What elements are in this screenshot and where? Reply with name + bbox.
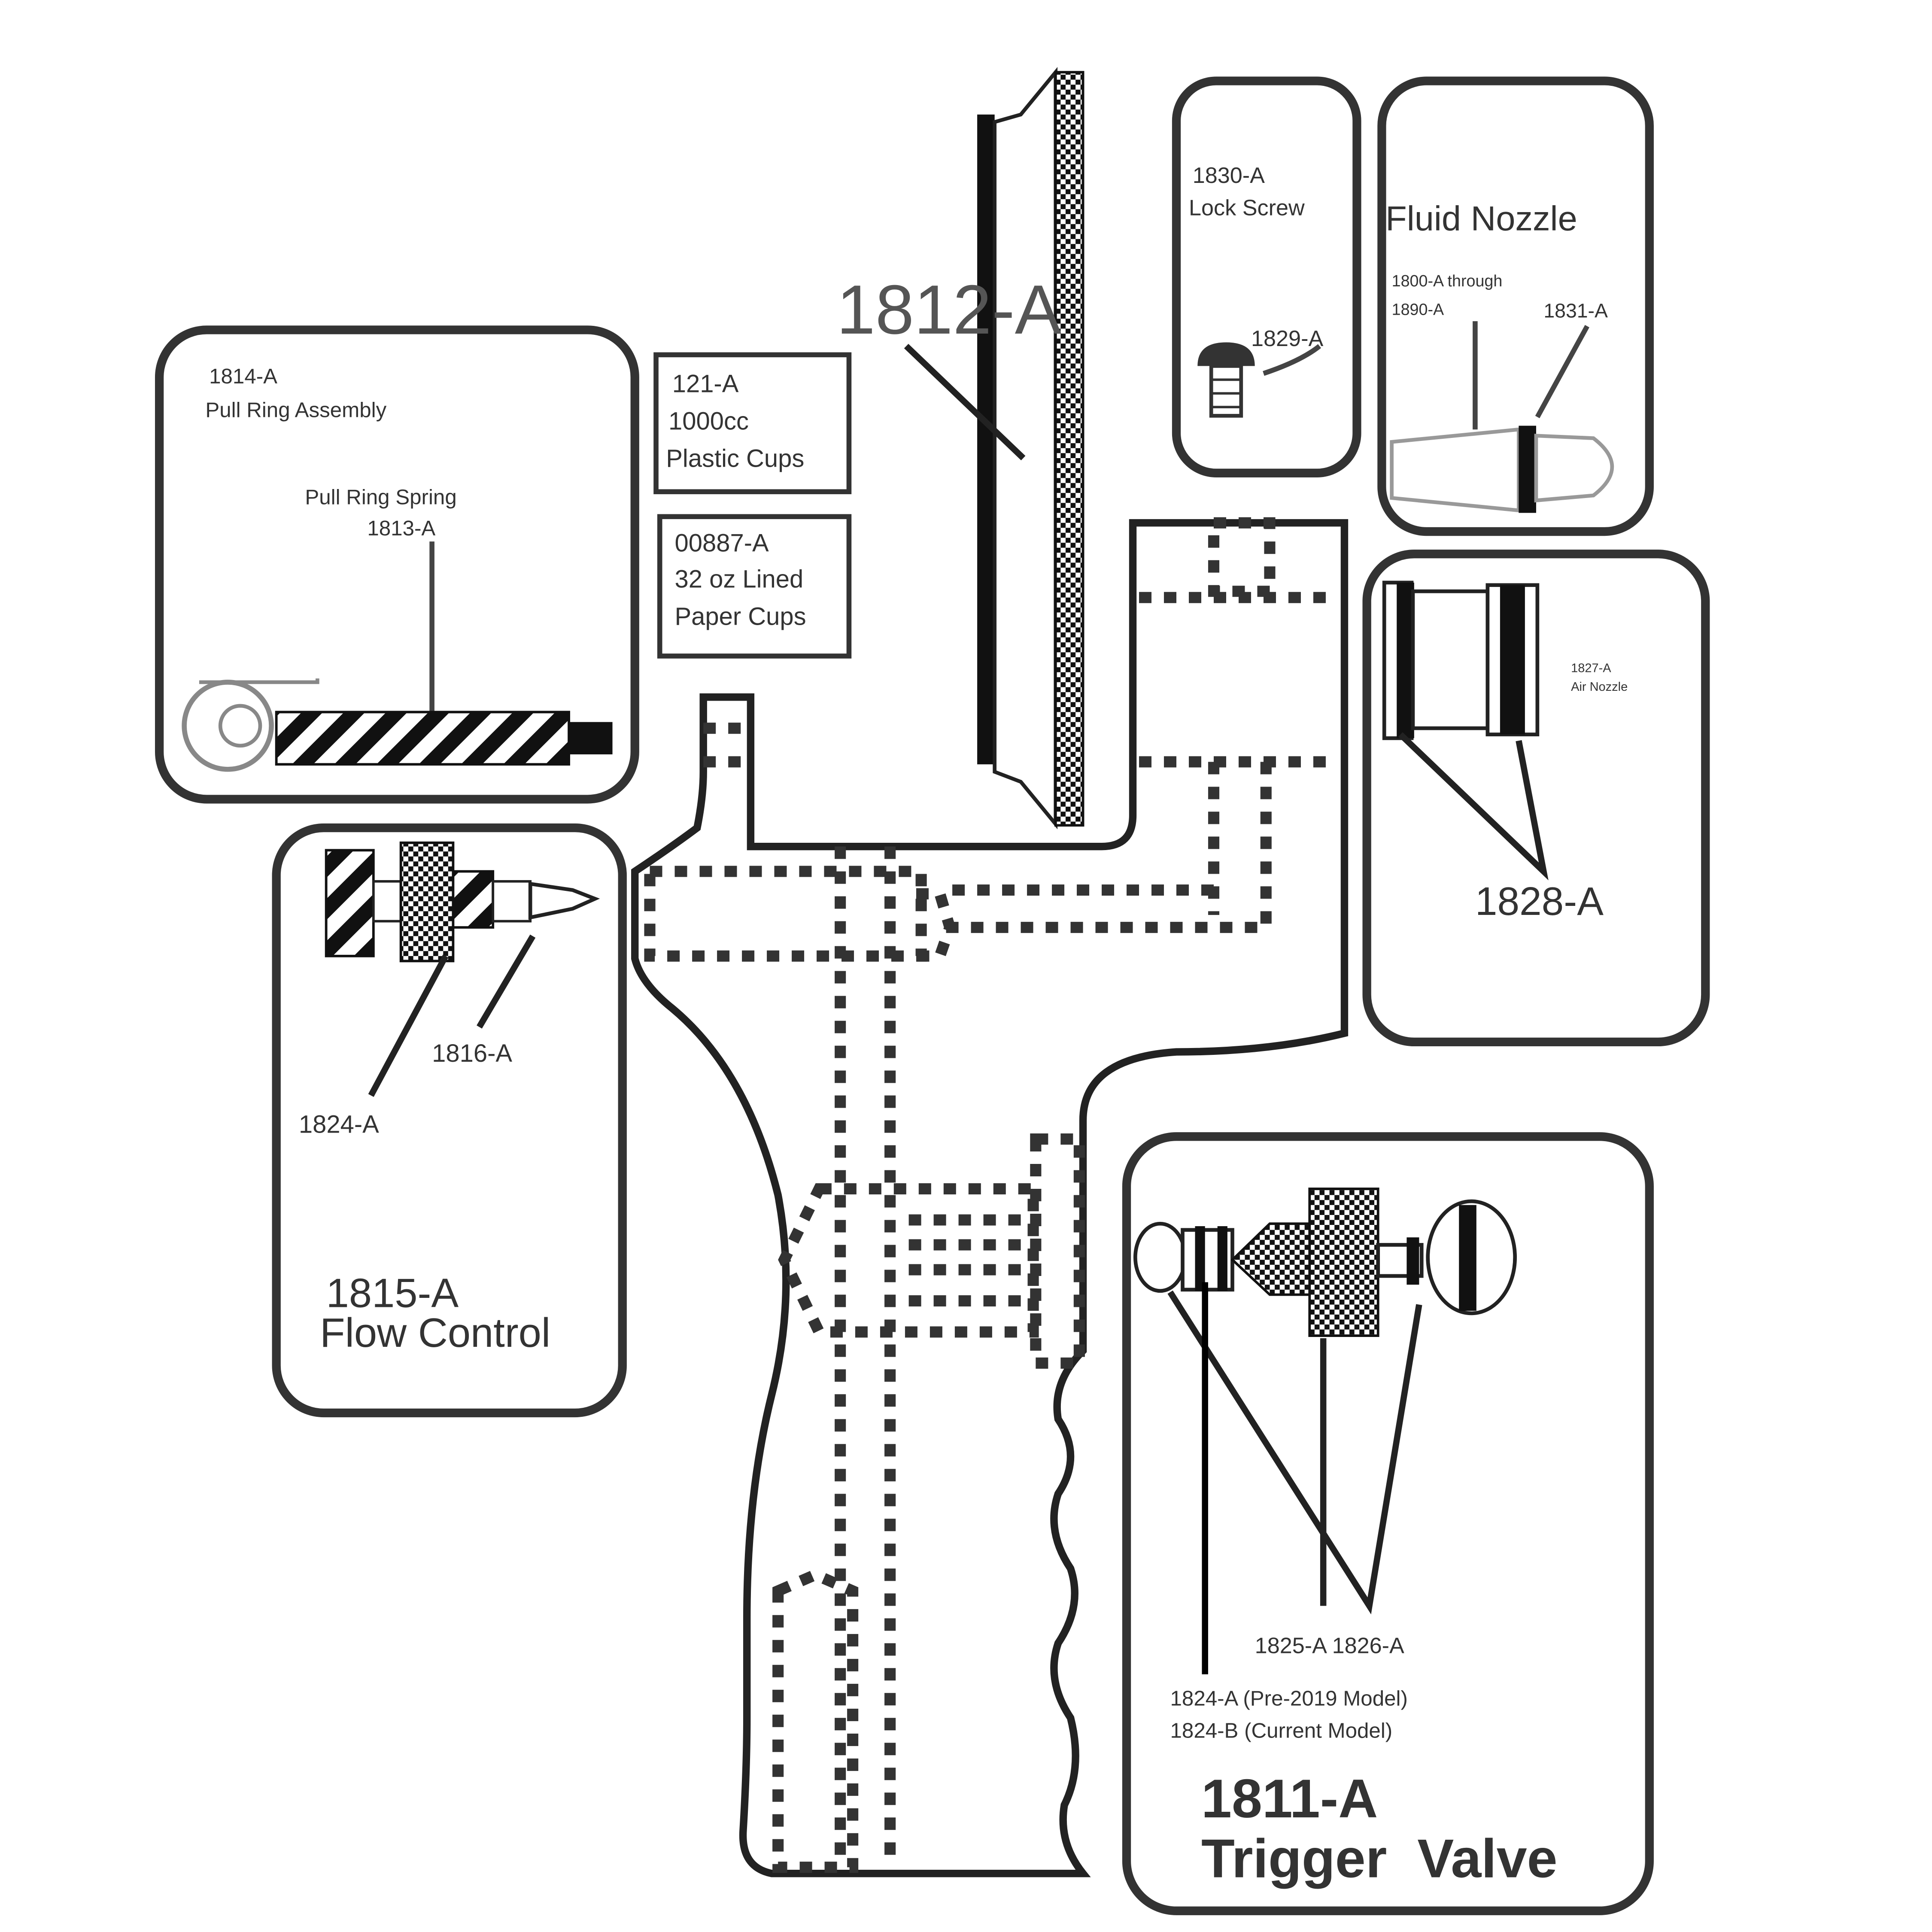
pull-ring-spring-name: Pull Ring Spring: [305, 485, 456, 509]
spray-gun-body: [631, 517, 1349, 1877]
pull-ring-name: Pull Ring Assembly: [205, 398, 386, 422]
plastic-cups-box: 121-A 1000cc Plastic Cups: [653, 352, 852, 495]
fluid-nozzle-box: Fluid Nozzle 1800-A through 1890-A 1831-…: [1377, 76, 1654, 536]
flow-control-title-number: 1815-A: [326, 1270, 459, 1316]
fluid-nozzle-title: Fluid Nozzle: [1385, 199, 1577, 238]
trigger-valve-model-pre: 1824-A (Pre-2019 Model): [1170, 1686, 1408, 1710]
flow-control-part-a: 1816-A: [432, 1040, 512, 1067]
lock-screw-part: 1830-A: [1193, 163, 1265, 188]
fluid-nozzle-range-2: 1890-A: [1392, 301, 1444, 319]
flow-control-title-name: Flow Control: [320, 1310, 550, 1356]
pull-ring-assembly-box: 1814-A Pull Ring Assembly Pull Ring Spri…: [155, 325, 639, 804]
air-nozzle-part: 1827-A: [1571, 662, 1611, 675]
fluid-nozzle-icon: [1390, 425, 1614, 513]
trigger-valve-parts-row: 1825-A 1826-A: [1255, 1634, 1404, 1659]
pull-ring-spring-icon: [275, 711, 570, 766]
paper-cups-name: Paper Cups: [675, 603, 806, 631]
plastic-cups-name: Plastic Cups: [666, 445, 804, 472]
trigger-valve-box: 1825-A 1826-A 1824-A (Pre-2019 Model) 18…: [1122, 1132, 1654, 1915]
lock-screw-box: 1830-A Lock Screw 1829-A: [1172, 76, 1361, 477]
paper-cups-part: 00887-A: [675, 529, 769, 557]
plastic-cups-size: 1000cc: [668, 407, 749, 435]
gasket-strainer: 1812-A: [836, 67, 1084, 829]
fluid-nozzle-ring-part: 1831-A: [1543, 299, 1608, 322]
flow-control-box: 1816-A 1824-A 1815-A Flow Control: [272, 823, 627, 1418]
fluid-nozzle-range-1: 1800-A through: [1392, 272, 1503, 290]
plastic-cups-part: 121-A: [672, 370, 739, 398]
air-nozzle-name: Air Nozzle: [1571, 680, 1628, 694]
air-nozzle-icon: [1382, 580, 1540, 740]
lock-screw-icon: [1197, 342, 1255, 418]
flow-control-icon: [325, 841, 600, 963]
trigger-valve-model-current: 1824-B (Current Model): [1170, 1719, 1393, 1743]
pull-ring-spring-number: 1813-A: [367, 516, 435, 540]
air-nozzle-main-part: 1828-A: [1475, 879, 1604, 923]
paper-cups-size: 32 oz Lined: [675, 566, 804, 593]
paper-cups-box: 00887-A 32 oz Lined Paper Cups: [657, 514, 852, 659]
air-nozzle-box: 1827-A Air Nozzle 1828-A: [1362, 550, 1710, 1047]
flow-control-part-b: 1824-A: [299, 1111, 379, 1139]
lock-screw-part-2: 1829-A: [1251, 326, 1323, 351]
pull-ring-part-number: 1814-A: [209, 365, 277, 388]
lock-screw-name: Lock Screw: [1189, 196, 1305, 221]
trigger-valve-icon: [1133, 1188, 1517, 1337]
gasket-part-label: 1812-A: [836, 271, 1061, 349]
trigger-valve-title-name: Trigger Valve: [1201, 1828, 1558, 1889]
trigger-valve-title-number: 1811-A: [1201, 1768, 1378, 1829]
